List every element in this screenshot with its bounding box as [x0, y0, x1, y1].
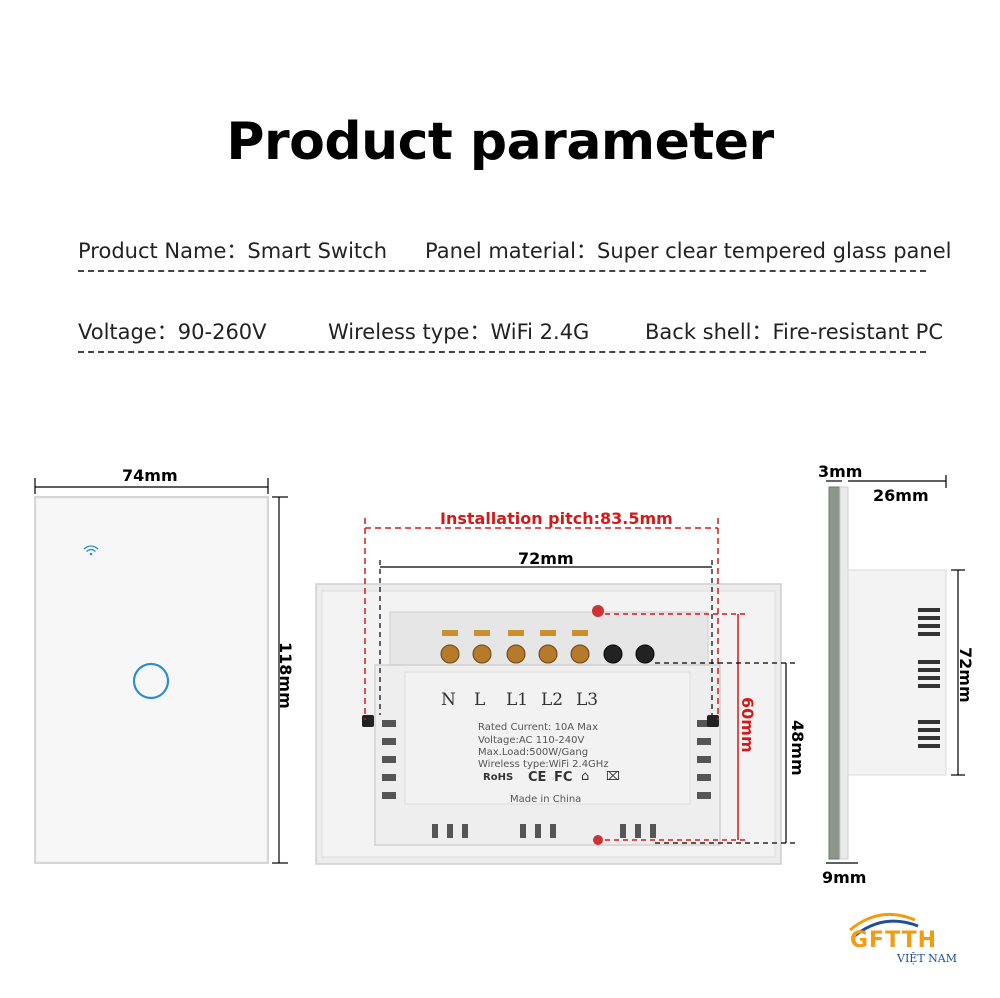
- spec-wireless-type: Wireless type：WiFi 2.4G: [328, 316, 589, 346]
- terminal-label: L2: [541, 690, 564, 710]
- rating-line: Rated Current: 10A Max: [478, 722, 598, 733]
- weee-bin-icon: ⌧: [606, 769, 620, 783]
- dim-front-height: 118mm: [276, 642, 295, 709]
- origin-text: Made in China: [510, 794, 582, 805]
- spec-panel-material: Panel material：Super clear tempered glas…: [425, 235, 951, 265]
- dim-height-48: 48mm: [788, 720, 807, 776]
- fc-mark: FC: [554, 770, 573, 785]
- divider: [78, 351, 926, 353]
- dim-front-width: 74mm: [122, 466, 178, 485]
- spec-label: Panel material：: [425, 239, 597, 263]
- brand-subtitle: VIỆT NAM: [897, 952, 957, 965]
- dim-base: 9mm: [822, 868, 867, 887]
- dim-depth: 26mm: [873, 486, 929, 505]
- spec-value: 90-260V: [177, 320, 267, 344]
- spec-back-shell: Back shell：Fire-resistant PC: [645, 316, 943, 346]
- spec-label: Product Name：: [78, 239, 248, 263]
- dim-inner-width: 72mm: [518, 549, 574, 568]
- spec-label: Wireless type：: [328, 320, 491, 344]
- home-icon: ⌂: [581, 769, 590, 784]
- spec-label: Voltage：: [78, 320, 178, 344]
- brand-name: GFTTH: [850, 928, 938, 953]
- spec-value: Smart Switch: [247, 239, 388, 263]
- wifi-icon: [83, 545, 99, 556]
- spec-value: Super clear tempered glass panel: [596, 239, 952, 263]
- side-glass: [828, 486, 841, 860]
- dim-height-60: 60mm: [738, 697, 757, 753]
- spec-value: Fire-resistant PC: [772, 320, 944, 344]
- spec-label: Back shell：: [645, 320, 773, 344]
- dim-glass-thickness: 3mm: [818, 462, 863, 481]
- divider: [78, 270, 926, 272]
- page-title: Product parameter: [226, 112, 774, 172]
- touch-button-ring: [132, 662, 170, 700]
- terminal-label: L3: [576, 690, 599, 710]
- terminal-label: L1: [506, 690, 529, 710]
- rating-line: Max.Load:500W/Gang: [478, 747, 589, 758]
- front-panel: [34, 496, 269, 864]
- spec-product-name: Product Name：Smart Switch: [78, 235, 387, 265]
- screw-terminals: [440, 630, 655, 664]
- dim-installation-pitch: Installation pitch:83.5mm: [440, 509, 673, 528]
- rohs-mark: RoHS: [483, 772, 514, 783]
- ce-mark: CE: [528, 770, 547, 785]
- terminal-label: L: [474, 690, 486, 710]
- side-body: [847, 569, 947, 776]
- terminal-label: N: [441, 690, 456, 710]
- brand-logo: [849, 912, 919, 940]
- spec-value: WiFi 2.4G: [490, 320, 590, 344]
- rating-line: Wireless type:WiFi 2.4GHz: [478, 759, 609, 770]
- rating-line: Voltage:AC 110-240V: [478, 735, 585, 746]
- spec-voltage: Voltage：90-260V: [78, 316, 267, 346]
- dim-body-height: 72mm: [956, 647, 975, 703]
